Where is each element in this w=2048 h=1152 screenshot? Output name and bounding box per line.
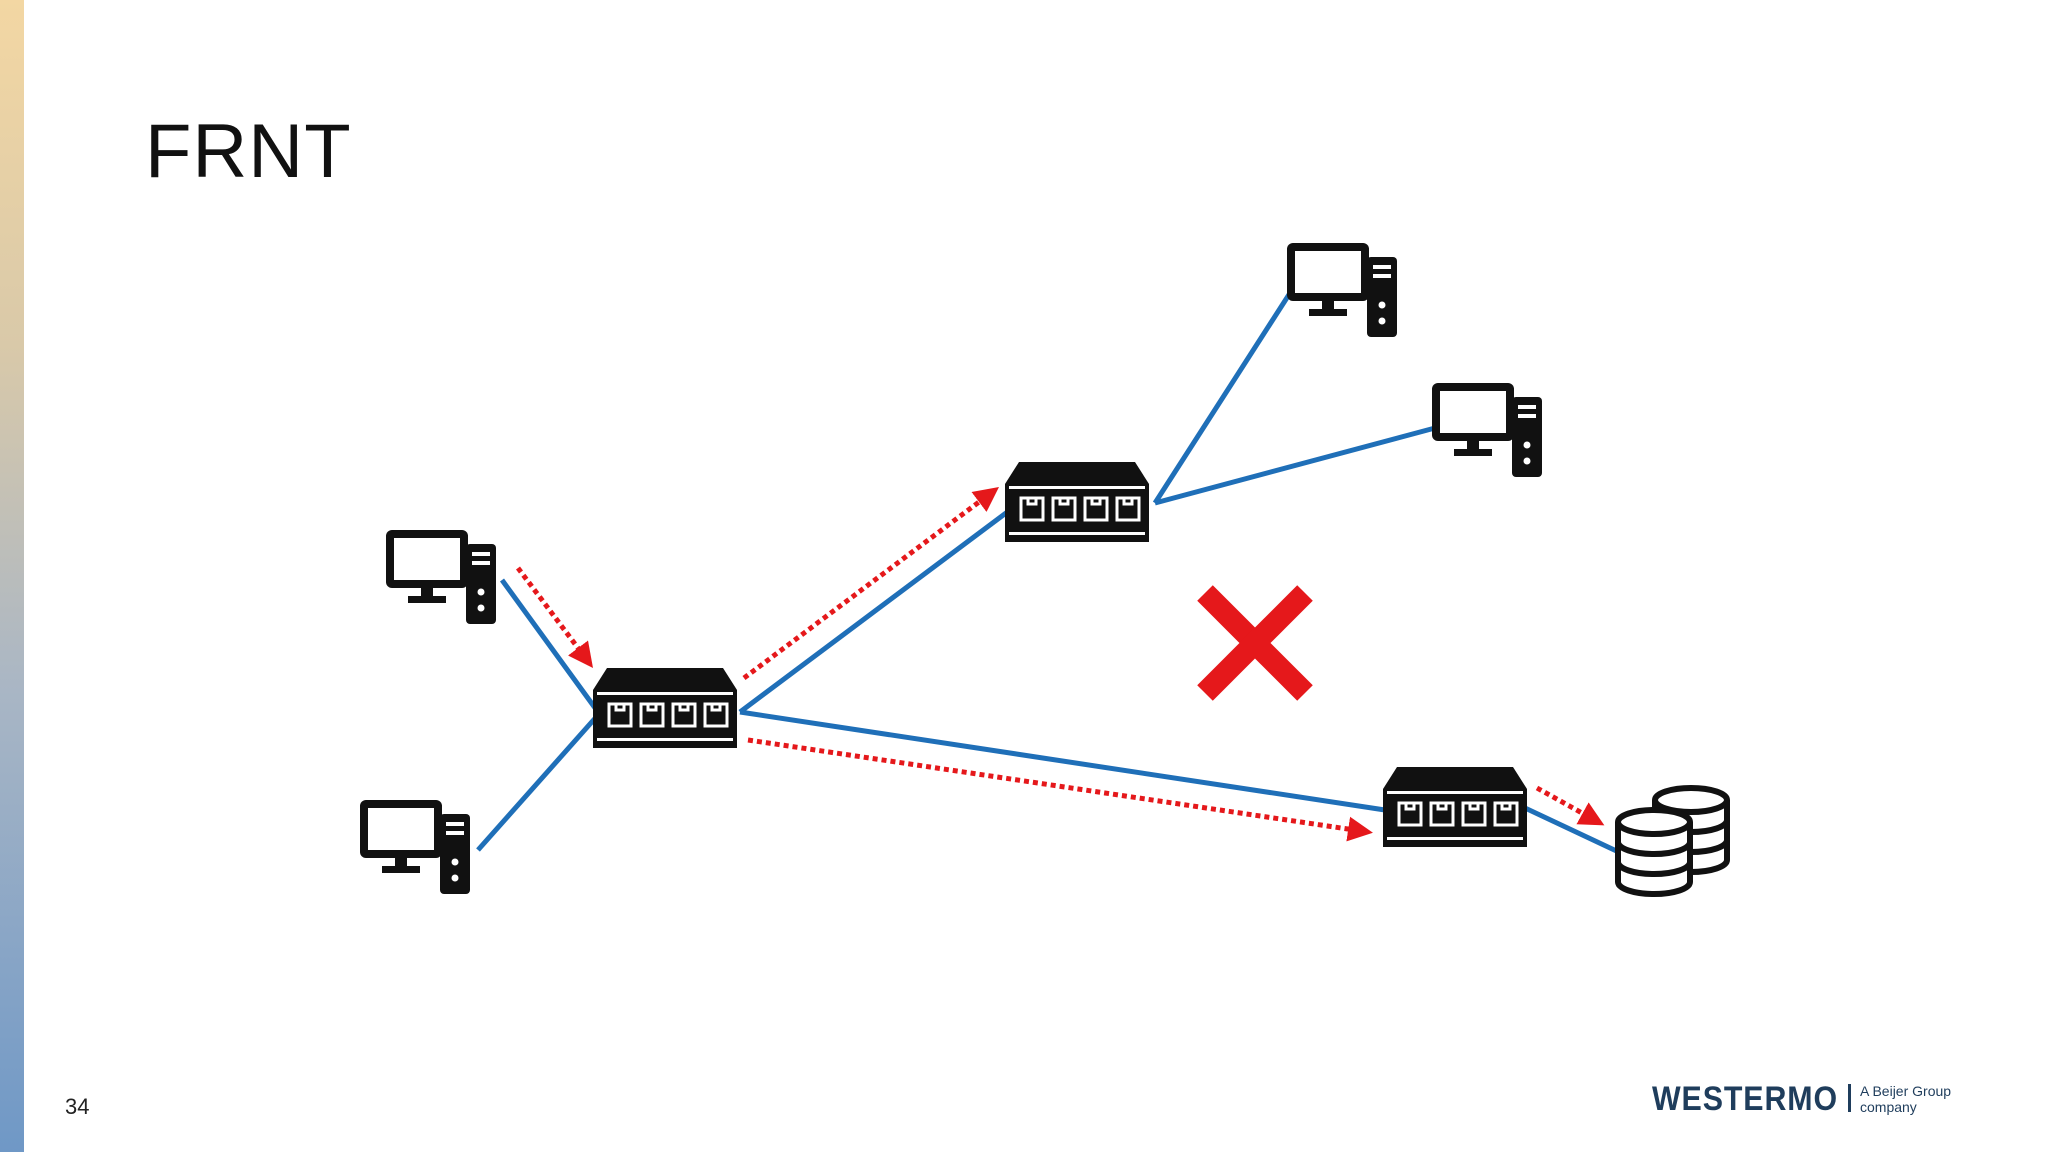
logo-tagline-line2: company xyxy=(1860,1099,1917,1115)
traffic-arrow-switch1-to-switch2 xyxy=(742,487,1000,681)
link-pc2-switch1 xyxy=(476,713,600,852)
network-switch-icon xyxy=(591,666,739,750)
traffic-arrows xyxy=(516,487,1605,842)
slide-title: FRNT xyxy=(145,109,352,194)
traffic-arrow-pc-to-switch1 xyxy=(516,566,593,668)
network-switch-icon xyxy=(1003,460,1151,544)
computer-icon xyxy=(360,800,470,894)
network-links xyxy=(476,291,1627,858)
link-switch1-switch2 xyxy=(738,507,1012,715)
database-icon xyxy=(1618,788,1727,894)
traffic-arrow-switch3-to-database xyxy=(1535,785,1605,826)
link-switch3-database xyxy=(1523,805,1627,858)
link-pc1-switch1 xyxy=(499,578,601,714)
page-number: 34 xyxy=(65,1094,90,1119)
link-switch2-pc3 xyxy=(1152,291,1293,505)
westermo-logo: WESTERMO A Beijer Group company xyxy=(1652,1080,1951,1118)
computer-icon xyxy=(1287,243,1397,337)
network-switch-icon xyxy=(1381,765,1529,849)
computer-icon xyxy=(1432,383,1542,477)
failure-x-icon xyxy=(1197,585,1313,701)
computer-icon xyxy=(386,530,496,624)
logo-wordmark: WESTERMO xyxy=(1652,1080,1838,1118)
traffic-arrow-switch1-to-switch3 xyxy=(747,737,1373,842)
link-switch2-pc4 xyxy=(1154,425,1436,506)
logo-tagline-line1: A Beijer Group xyxy=(1860,1083,1951,1099)
accent-sidebar xyxy=(0,0,24,1152)
link-switch1-switch3 xyxy=(739,709,1386,813)
